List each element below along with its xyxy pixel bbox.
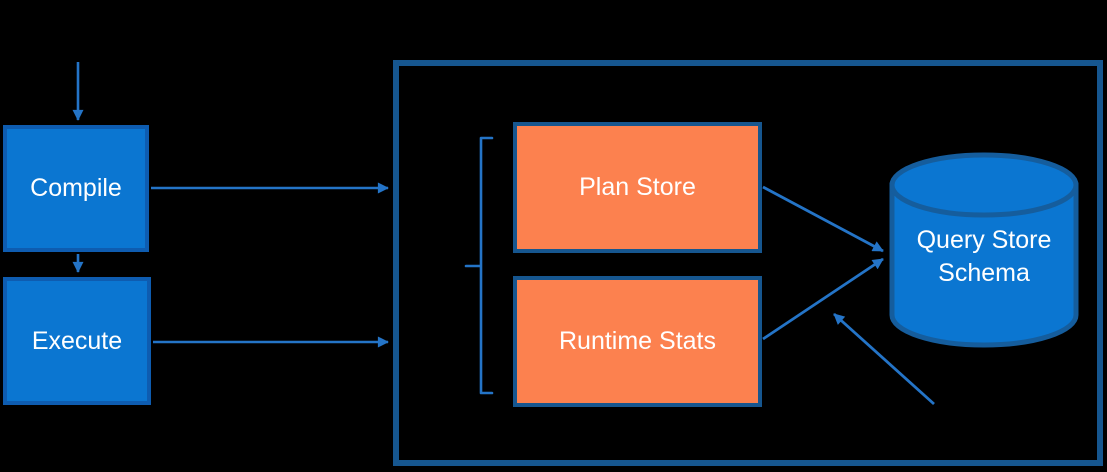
execute-box: Execute <box>3 277 151 405</box>
plan-store-box: Plan Store <box>513 122 762 253</box>
query-store-container <box>393 60 1103 466</box>
query-store-schema-cylinder: Query Store Schema <box>889 152 1079 348</box>
query-store-schema-label-line2: Schema <box>938 259 1030 287</box>
plan-store-label: Plan Store <box>579 173 696 201</box>
query-store-schema-label-line1: Query Store <box>916 226 1052 254</box>
runtime-stats-label: Runtime Stats <box>558 327 716 355</box>
compile-label: Compile <box>30 174 122 202</box>
database-cylinder-icon <box>889 152 1079 348</box>
compile-box: Compile <box>3 125 149 252</box>
execute-label: Execute <box>31 326 123 355</box>
query-store-schema-label: Query Store Schema <box>889 224 1079 290</box>
runtime-stats-box: Runtime Stats <box>513 276 762 407</box>
